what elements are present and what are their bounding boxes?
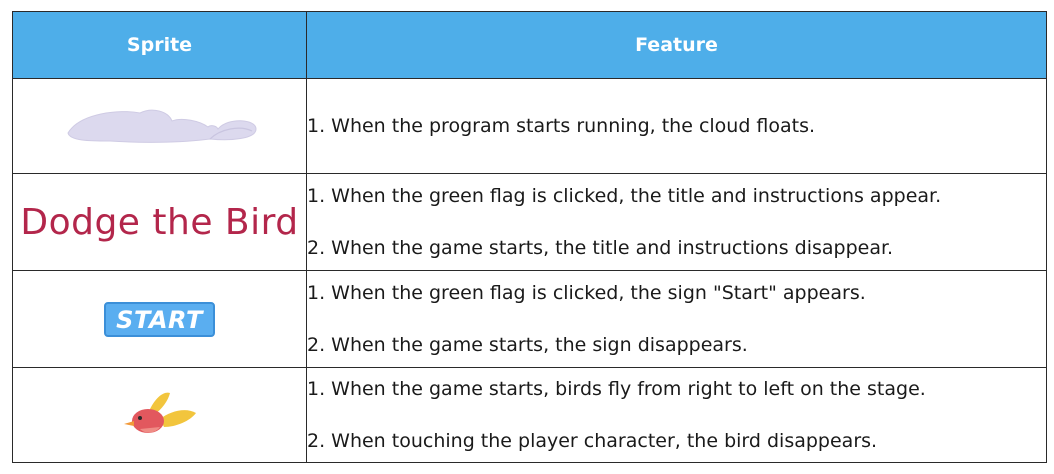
table-row: START 1. When the green flag is clicked,… bbox=[12, 270, 1047, 368]
feature-line: 2. When touching the player character, t… bbox=[307, 430, 878, 452]
header-sprite: Sprite bbox=[12, 11, 307, 79]
feature-cell: 1. When the program starts running, the … bbox=[306, 78, 1047, 174]
feature-cell: 1. When the green flag is clicked, the s… bbox=[306, 270, 1047, 368]
feature-line: 1. When the green flag is clicked, the t… bbox=[307, 185, 942, 207]
table-row: Dodge the Bird 1. When the green flag is… bbox=[12, 173, 1047, 271]
sprite-feature-table: Sprite Feature 1. When the program start… bbox=[12, 11, 1047, 463]
feature-cell: 1. When the game starts, birds fly from … bbox=[306, 367, 1047, 463]
sprite-cell: START bbox=[12, 270, 307, 368]
feature-cell: 1. When the green flag is clicked, the t… bbox=[306, 173, 1047, 271]
sprite-cell: Dodge the Bird bbox=[12, 173, 307, 271]
start-sign-sprite: START bbox=[104, 301, 215, 337]
header-row: Sprite Feature bbox=[12, 11, 1047, 79]
bird-icon bbox=[123, 392, 196, 433]
feature-line: 1. When the game starts, birds fly from … bbox=[307, 378, 926, 400]
table-row: 1. When the game starts, birds fly from … bbox=[12, 367, 1047, 463]
title-sprite: Dodge the Bird bbox=[20, 201, 299, 243]
cloud-icon bbox=[66, 109, 257, 143]
feature-line: 1. When the green flag is clicked, the s… bbox=[307, 282, 866, 304]
header-feature: Feature bbox=[306, 11, 1047, 79]
feature-line: 2. When the game starts, the title and i… bbox=[307, 237, 894, 259]
table-row: 1. When the program starts running, the … bbox=[12, 78, 1047, 174]
feature-line: 1. When the program starts running, the … bbox=[307, 115, 816, 137]
feature-line: 2. When the game starts, the sign disapp… bbox=[307, 334, 748, 356]
sprite-cell bbox=[12, 78, 307, 174]
sprite-cell bbox=[12, 367, 307, 463]
